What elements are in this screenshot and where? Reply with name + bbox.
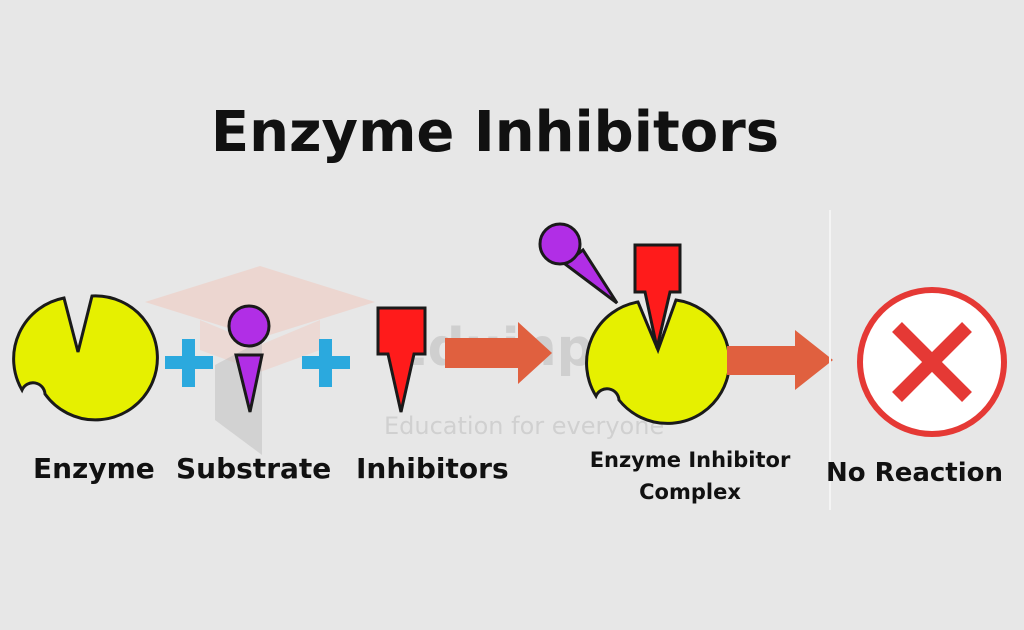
plus-icon (302, 339, 350, 387)
label-no-reaction: No Reaction (826, 458, 1003, 488)
inhibitor-shape (376, 306, 427, 413)
plus-icon (165, 339, 213, 387)
diagram-title: Enzyme Inhibitors (210, 100, 780, 165)
label-enzyme: Enzyme (33, 452, 155, 485)
arrow-icon (727, 330, 833, 390)
substrate-shape (227, 304, 271, 413)
arrow-icon (445, 322, 552, 384)
no-reaction-x-icon (857, 287, 1007, 437)
watermark-tagline: Education for everyone (384, 412, 665, 440)
enzyme-shape (12, 294, 159, 422)
label-substrate: Substrate (176, 452, 332, 485)
label-inhibitors: Inhibitors (356, 452, 509, 485)
enzyme-inhibitor-complex (538, 222, 731, 425)
label-enzyme-inhibitor-complex: Enzyme Inhibitor Complex (589, 448, 791, 504)
